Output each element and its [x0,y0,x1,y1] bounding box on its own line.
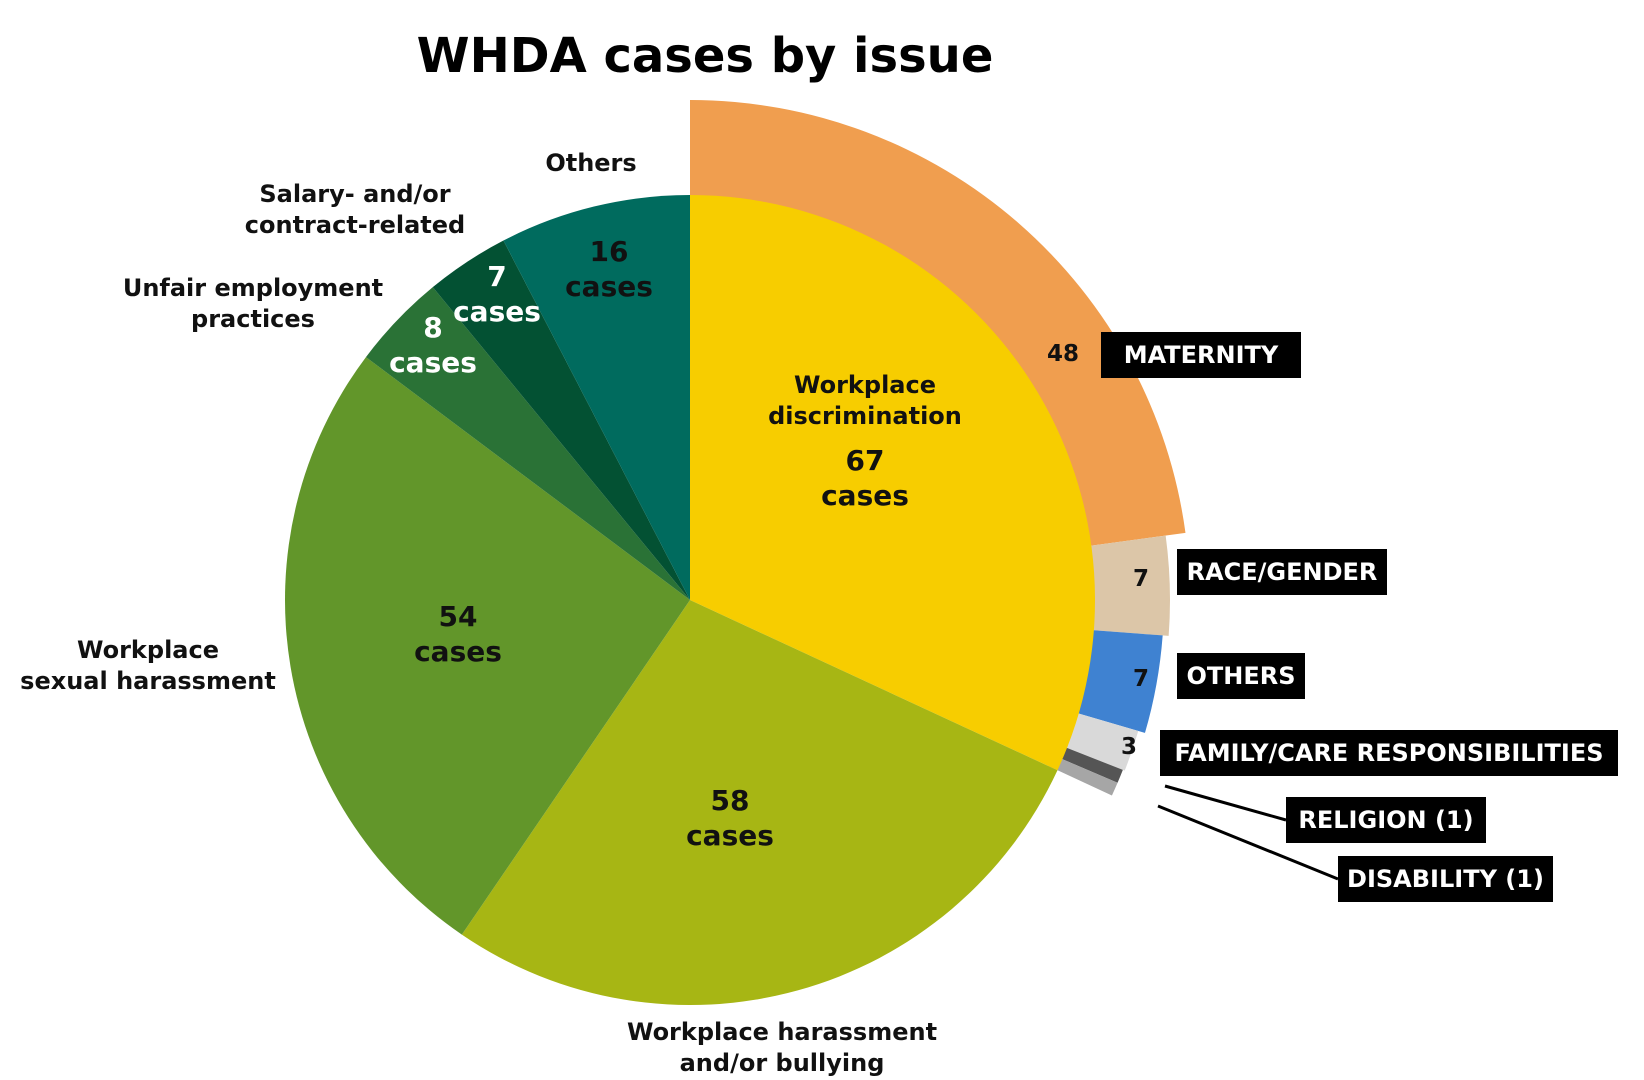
tag-label: DISABILITY (1) [1347,865,1544,893]
ring-segment-religion [1053,744,1123,783]
pie-slice-workplace-harassment-and-or-bullying [461,600,1058,1005]
breakdown-ring [690,100,1186,796]
chart-title: WHDA cases by issue [417,28,994,84]
tag-maternity: MATERNITY [1101,332,1301,378]
tag-race-gender: RACE/GENDER [1177,549,1387,595]
ring-value-race-gender: 7 [1133,566,1149,592]
pie-slice-workplace-discrimination [690,195,1095,771]
tag-others: OTHERS [1177,653,1305,699]
tag-label: RACE/GENDER [1187,558,1378,586]
ring-segment-family-care-responsibilities [1057,710,1139,771]
tag-box [1286,797,1486,843]
ring-value-maternity: 48 [1047,341,1079,367]
tag-box [1160,730,1618,776]
tag-disability: DISABILITY (1) [1338,856,1553,902]
tag-label: OTHERS [1186,662,1295,690]
pie-slices [285,195,1095,1005]
leader-line-disability [1157,804,1339,881]
tag-box [1101,332,1301,378]
tag-box [1177,653,1305,699]
breakdown-tags: MATERNITY RACE/GENDER OTHERS FAMILY/CARE RE… [1101,332,1618,902]
tag-box [1177,549,1387,595]
pie-slice-others [503,195,690,600]
tag-family-care-responsibilities: FAMILY/CARE RESPONSIBILITIES [1160,730,1618,776]
ring-segment-disability [1048,755,1118,796]
tag-label: RELIGION (1) [1298,806,1473,834]
tag-label: FAMILY/CARE RESPONSIBILITIES [1174,739,1603,767]
ring-segment-maternity [690,100,1186,547]
pie-slice-salary-and-or-contract-related [432,240,690,600]
leader-line-religion [1164,784,1287,822]
tag-religion: RELIGION (1) [1286,797,1486,843]
ring-segment-others [1069,629,1163,733]
ring-value-others: 7 [1133,666,1149,692]
pie-slice-workplace-sexual-harassment [285,357,690,935]
tag-box [1338,856,1553,902]
pie-slice-unfair-employment-practices [365,287,690,600]
ring-value-family-care-responsibilities: 3 [1121,734,1137,760]
ring-segment-race-gender [1081,535,1171,636]
tag-label: MATERNITY [1124,341,1279,369]
slice-category-label: Others [545,149,636,177]
